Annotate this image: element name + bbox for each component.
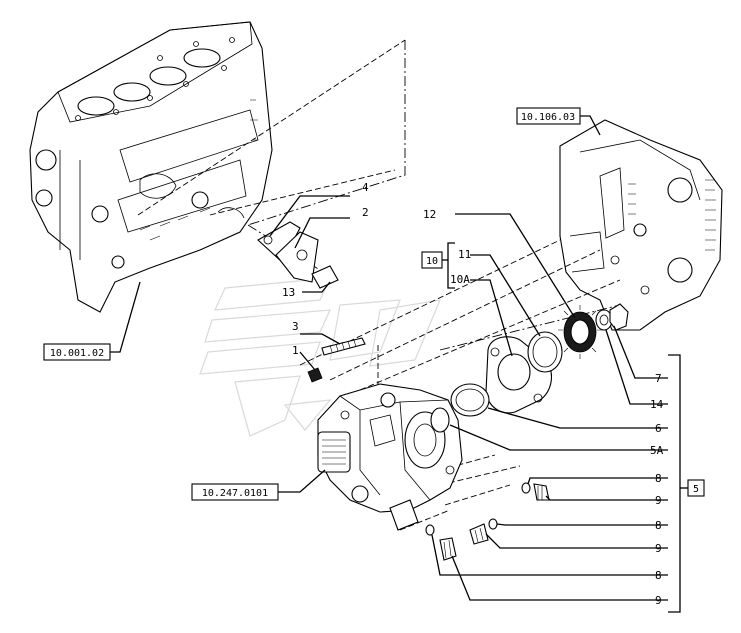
stud-bolt <box>307 337 366 383</box>
callout-1[interactable]: 1 <box>292 344 299 357</box>
timing-cover <box>559 119 723 331</box>
callout-4[interactable]: 4 <box>362 181 369 194</box>
callout-8[interactable]: 8 <box>655 569 662 582</box>
reference-label: 10.001.02 <box>50 348 104 359</box>
kit-box-5[interactable]: 5 <box>687 479 705 497</box>
kit-label: 5 <box>693 484 699 495</box>
callout-10a[interactable]: 10A <box>450 273 470 286</box>
callout-3[interactable]: 3 <box>292 320 299 333</box>
callout-9[interactable]: 9 <box>655 494 662 507</box>
callout-12[interactable]: 12 <box>423 208 436 221</box>
callout-5a[interactable]: 5A <box>650 444 664 457</box>
watermark-logo <box>199 277 441 437</box>
drive-parts <box>450 303 629 417</box>
reference-timing-cover[interactable]: 10.106.03 <box>516 107 581 125</box>
reference-injection-pump[interactable]: 10.247.0101 <box>191 483 279 501</box>
kit-label: 10 <box>426 256 438 267</box>
callout-2[interactable]: 2 <box>362 206 369 219</box>
engine-block <box>29 21 273 313</box>
reference-label: 10.106.03 <box>521 112 575 123</box>
callout-8[interactable]: 8 <box>655 519 662 532</box>
callout-13[interactable]: 13 <box>282 286 295 299</box>
leader-lines <box>110 115 688 613</box>
injection-pump <box>317 383 463 531</box>
callout-8[interactable]: 8 <box>655 472 662 485</box>
gasket-and-plate <box>257 221 339 289</box>
callout-11[interactable]: 11 <box>458 248 471 261</box>
reference-label: 10.247.0101 <box>202 488 268 499</box>
kit-box-10[interactable]: 10 <box>421 251 443 269</box>
reference-engine-block[interactable]: 10.001.02 <box>43 343 111 361</box>
callouts: 4 2 13 3 1 12 11 10A 7 14 6 5A 8 9 8 9 8… <box>282 181 664 607</box>
callout-9[interactable]: 9 <box>655 542 662 555</box>
orings-and-plugs <box>425 482 550 561</box>
callout-9[interactable]: 9 <box>655 594 662 607</box>
callout-6[interactable]: 6 <box>655 422 662 435</box>
callout-14[interactable]: 14 <box>650 398 664 411</box>
callout-7[interactable]: 7 <box>655 372 662 385</box>
